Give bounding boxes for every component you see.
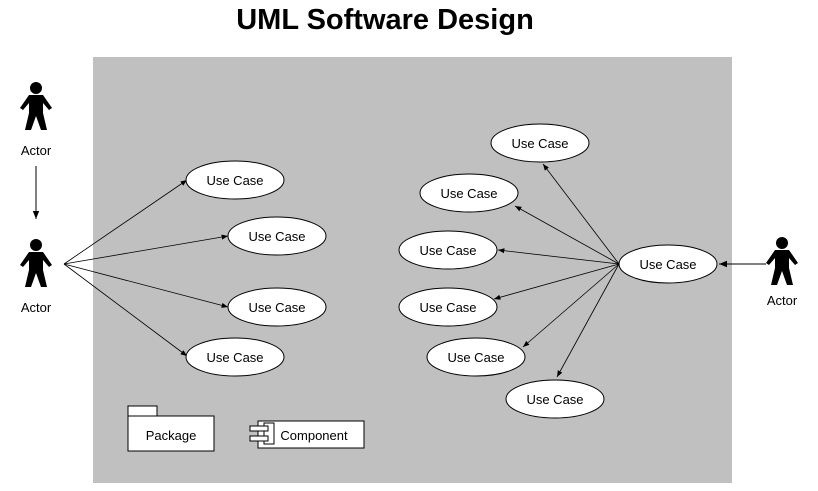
association-left-4 bbox=[63, 263, 188, 357]
association-left-3 bbox=[63, 263, 229, 308]
association-left-1 bbox=[63, 179, 188, 265]
stick-figure-icon bbox=[20, 239, 52, 287]
association-hub-1 bbox=[542, 163, 620, 265]
association-hub-6 bbox=[556, 263, 620, 378]
use-case-right-1[interactable]: Use Case bbox=[490, 123, 590, 163]
component-icon bbox=[249, 422, 275, 445]
stick-figure-icon bbox=[766, 237, 798, 285]
actor-left[interactable]: Actor bbox=[20, 239, 52, 315]
use-case-label: Use Case bbox=[248, 229, 305, 244]
actor-label: Actor bbox=[21, 143, 52, 158]
use-case-right-6[interactable]: Use Case bbox=[505, 379, 605, 419]
actor-top-left[interactable]: Actor bbox=[20, 82, 52, 158]
package-element[interactable]: Package bbox=[127, 405, 215, 452]
use-case-label: Use Case bbox=[419, 300, 476, 315]
use-case-hub[interactable]: Use Case bbox=[618, 244, 718, 284]
actor-label: Actor bbox=[767, 293, 798, 308]
association-hub-4 bbox=[493, 263, 620, 300]
use-case-label: Use Case bbox=[248, 300, 305, 315]
component-label: Component bbox=[280, 428, 348, 443]
use-case-label: Use Case bbox=[639, 257, 696, 272]
use-case-right-2[interactable]: Use Case bbox=[419, 173, 519, 213]
component-element[interactable]: Component bbox=[249, 420, 365, 449]
use-case-label: Use Case bbox=[419, 243, 476, 258]
actor-right[interactable]: Actor bbox=[766, 237, 798, 308]
use-case-right-5[interactable]: Use Case bbox=[426, 337, 526, 377]
use-case-left-3[interactable]: Use Case bbox=[227, 287, 327, 327]
use-case-label: Use Case bbox=[511, 136, 568, 151]
package-icon bbox=[127, 405, 215, 452]
package-label: Package bbox=[146, 428, 197, 443]
use-case-left-2[interactable]: Use Case bbox=[227, 216, 327, 256]
diagram-title: UML Software Design bbox=[236, 4, 534, 36]
actor-label: Actor bbox=[21, 300, 52, 315]
association-left-2 bbox=[63, 234, 229, 265]
use-case-label: Use Case bbox=[206, 350, 263, 365]
use-case-label: Use Case bbox=[206, 173, 263, 188]
stick-figure-icon bbox=[20, 82, 52, 130]
use-case-right-3[interactable]: Use Case bbox=[398, 230, 498, 270]
association-hub-5 bbox=[522, 263, 620, 348]
use-case-label: Use Case bbox=[526, 392, 583, 407]
use-case-left-4[interactable]: Use Case bbox=[185, 337, 285, 377]
association-hub-3 bbox=[497, 248, 620, 265]
association-hub-2 bbox=[514, 205, 620, 265]
use-case-label: Use Case bbox=[440, 186, 497, 201]
use-case-right-4[interactable]: Use Case bbox=[398, 287, 498, 327]
use-case-label: Use Case bbox=[447, 350, 504, 365]
use-case-left-1[interactable]: Use Case bbox=[185, 160, 285, 200]
